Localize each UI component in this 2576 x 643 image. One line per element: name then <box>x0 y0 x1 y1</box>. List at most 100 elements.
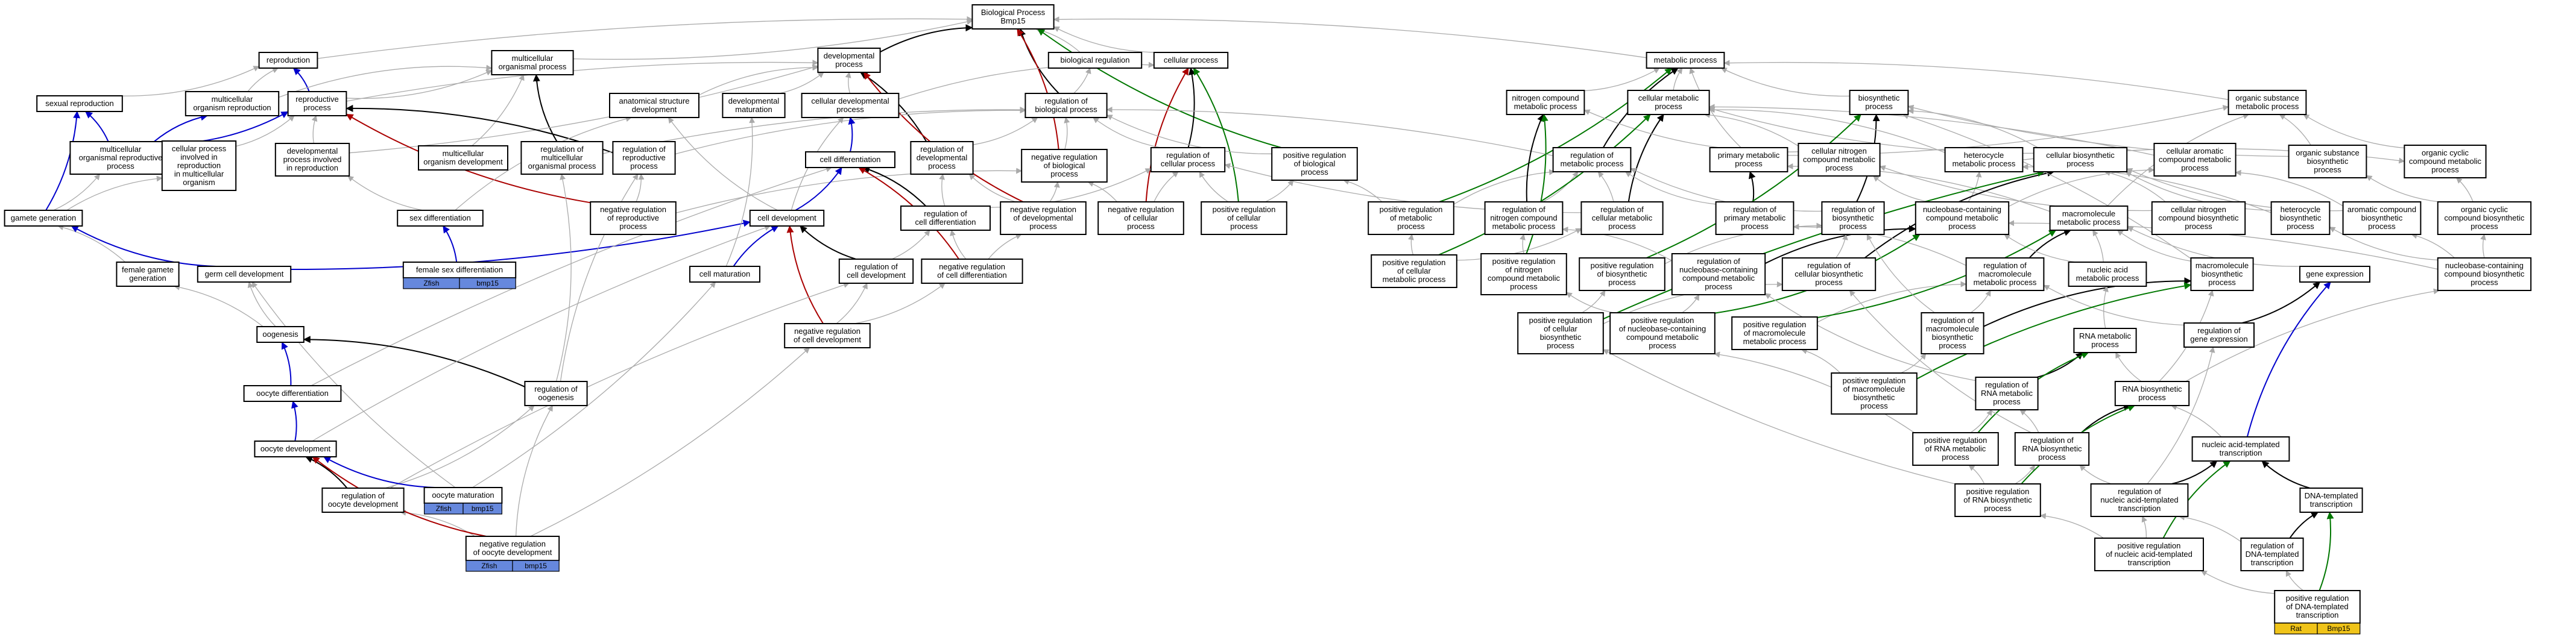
node-sex-repro[interactable]: sexual reproduction <box>36 95 123 112</box>
node-metab[interactable]: metabolic process <box>1646 52 1725 69</box>
node-cell-mat[interactable]: cell maturation <box>689 266 760 283</box>
node-cell-proc[interactable]: cellular process <box>1153 52 1229 69</box>
node-repro[interactable]: reproduction <box>258 52 318 69</box>
node-gene-expr[interactable]: gene expression <box>2299 266 2370 283</box>
node-reg-macromol-biosynth[interactable]: regulation ofmacromoleculebiosyntheticpr… <box>1921 312 1984 354</box>
node-cell-diff[interactable]: cell differentiation <box>805 151 895 168</box>
node-oocyte-mat[interactable]: oocyte maturation <box>423 487 503 504</box>
edge-reg_primary_metab-to-reg_metab <box>1624 171 1716 205</box>
node-sex-diff[interactable]: sex differentiation <box>397 210 484 227</box>
node-germ-cell-dev[interactable]: germ cell development <box>197 266 292 283</box>
node-oogenesis[interactable]: oogenesis <box>256 326 305 343</box>
node-bio-reg[interactable]: biological regulation <box>1047 52 1143 69</box>
node-oocyte-diff[interactable]: oocyte differentiation <box>243 385 342 402</box>
node-gamete-gen[interactable]: gamete generation <box>4 210 83 227</box>
node-label-line: of reproductive <box>607 213 659 222</box>
node-reg-nuc-base-metab[interactable]: regulation ofnucleobase-containingcompou… <box>1671 253 1766 295</box>
node-oocyte-dev[interactable]: oocyte development <box>254 441 337 457</box>
node-cell-devel[interactable]: cell development <box>749 210 825 227</box>
node-female-sex-diff[interactable]: female sex differentiation <box>402 262 517 278</box>
